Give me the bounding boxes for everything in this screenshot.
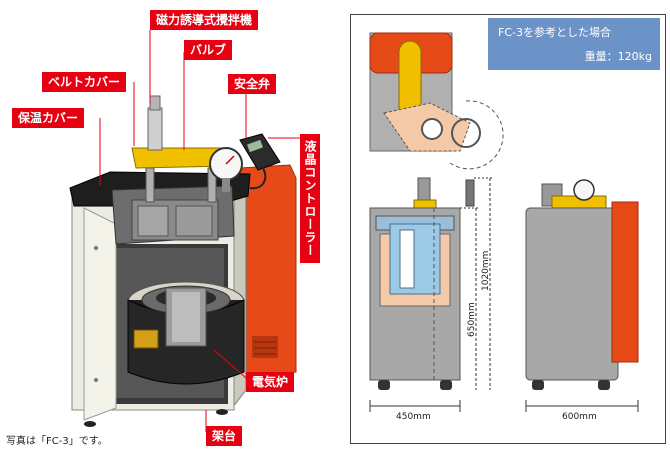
label-safety-valve: 安全弁	[228, 74, 277, 94]
dim-width-front: 450mm	[396, 412, 431, 422]
dim-height-total: 1020mm	[481, 251, 491, 291]
top-view	[369, 32, 504, 170]
photo-caption: 写真は「FC-3」です。	[6, 436, 108, 447]
spec-title: FC-3を参考とした場合	[498, 26, 611, 39]
label-lcd-controller: 液晶コントローラー	[300, 134, 320, 263]
label-stirrer: 磁力誘導式攪拌機	[150, 10, 259, 30]
spec-weight: 重量：120kg	[584, 50, 652, 63]
lcd-controller-device	[239, 133, 281, 171]
dim-width-side: 600mm	[562, 412, 597, 422]
dim-height-body: 650mm	[467, 302, 477, 337]
label-insulation-cover: 保温カバー	[12, 108, 85, 128]
cabinet-door	[83, 207, 117, 421]
machine-photo	[69, 30, 300, 432]
label-furnace: 電気炉	[246, 372, 295, 392]
spec-box: FC-3を参考とした場合 重量：120kg	[488, 18, 660, 70]
label-belt-cover: ベルトカバー	[42, 72, 127, 92]
dimension-drawings: 450mm 600mm 1020mm 650mm	[369, 32, 639, 422]
front-view	[369, 177, 494, 412]
side-view	[525, 179, 639, 412]
label-valve: バルブ	[184, 40, 233, 60]
label-stand: 架台	[206, 426, 243, 446]
